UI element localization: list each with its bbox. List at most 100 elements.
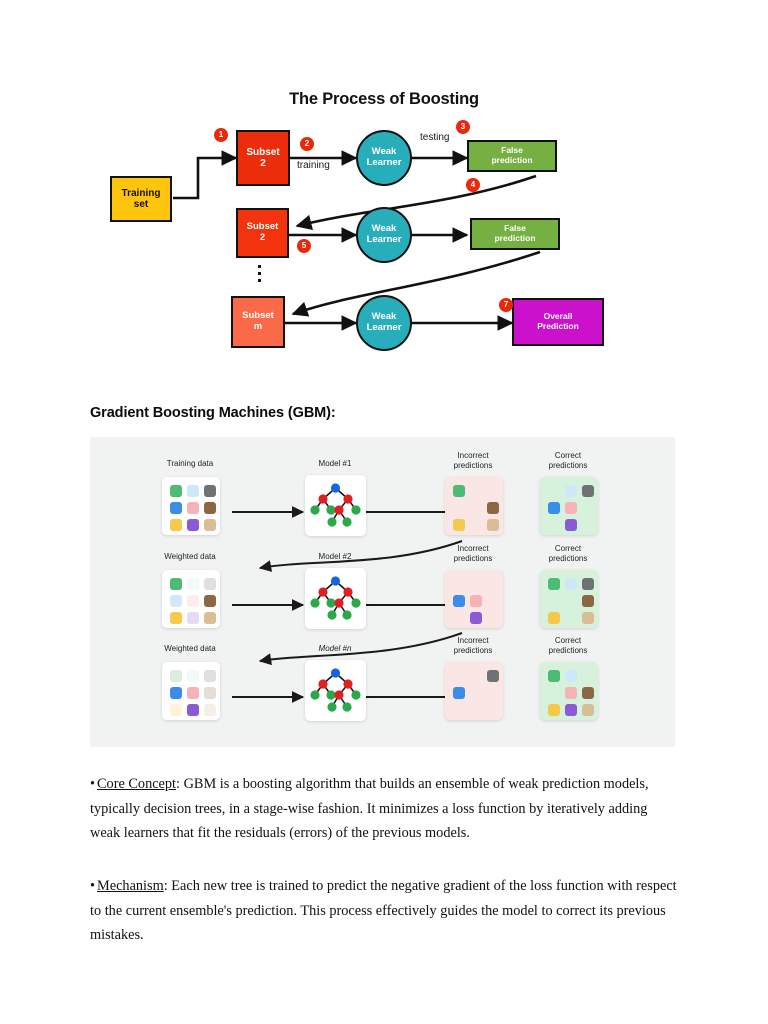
gbm-incorrect-card [445,662,503,720]
swatch-tan [204,519,216,531]
swatch-pink [565,687,577,699]
swatch-empty [582,519,594,531]
swatch-blue [170,502,182,514]
gbm-row: Training data Model #1 [90,451,675,555]
swatch-brown [204,502,216,514]
swatch-blue [548,502,560,514]
boosting-connector-layer [173,150,541,331]
swatch-blue [170,595,182,607]
step-badge-7: 7 [499,298,513,312]
swatch-empty [453,502,465,514]
gbm-training-data-label: Training data [166,459,214,468]
swatch-empty [470,519,482,531]
step-badge-2: 2 [300,137,314,151]
swatch-pink [187,502,199,514]
node-false-prediction-2: False prediction [470,218,560,250]
node-subset-2: Subset 2 [236,208,289,258]
step-badge-3: 3 [456,120,470,134]
swatch-purple [187,704,199,716]
node-training-set: Training set [110,176,172,222]
swatch-empty [548,595,560,607]
swatch-green [170,670,182,682]
swatch-empty [453,612,465,624]
swatch-empty [487,687,499,699]
paragraph-mechanism: •Mechanism: Each new tree is trained to … [90,874,678,948]
gbm-incorrect-swatches [453,578,499,624]
swatch-empty [582,502,594,514]
gbm-correct-card [540,570,598,628]
node-weak-learner-3: Weak Learner [356,295,412,351]
gbm-data-swatches [170,485,216,531]
swatch-purple [565,519,577,531]
decision-tree-icon [310,668,361,712]
swatch-green [453,485,465,497]
swatch-empty [470,485,482,497]
gbm-weighted-data-label: Weighted data [164,644,216,653]
swatch-yellow [170,704,182,716]
gbm-data-swatches [170,578,216,624]
swatch-lightblue [187,485,199,497]
swatch-empty [470,687,482,699]
gbm-model-label: Model #2 [318,552,352,561]
swatch-empty [487,485,499,497]
gbm-incorrect-card [445,570,503,628]
swatch-brown [582,595,594,607]
swatch-empty [453,670,465,682]
swatch-gray [204,578,216,590]
swatch-tan [487,519,499,531]
vertical-ellipsis [258,265,261,282]
mechanism-lead: Mechanism [97,878,164,895]
swatch-yellow [453,519,465,531]
mechanism-text: : Each new tree is trained to predict th… [90,878,677,944]
swatch-empty [487,595,499,607]
swatch-tan [204,612,216,624]
gbm-incorrect-swatches [453,670,499,716]
swatch-empty [565,612,577,624]
swatch-lightblue [565,670,577,682]
gbm-model-card [305,475,366,536]
swatch-blue [170,687,182,699]
bullet-glyph: • [90,878,96,895]
swatch-yellow [548,612,560,624]
step-badge-1: 1 [214,128,228,142]
swatch-blue [453,687,465,699]
swatch-gray [582,578,594,590]
swatch-empty [487,704,499,716]
gbm-row: Weighted data Model #2 [90,544,675,648]
gbm-correct-label: Correct predictions [548,451,588,470]
gbm-correct-card [540,477,598,535]
gbm-correct-swatches [548,670,594,716]
gbm-incorrect-swatches [453,485,499,531]
swatch-empty [470,502,482,514]
gbm-weighted-data-label: Weighted data [164,552,216,561]
decision-tree-icon [310,576,361,620]
swatch-empty [548,519,560,531]
gbm-correct-label: Correct predictions [548,636,588,655]
swatch-tan [204,704,216,716]
swatch-green [170,485,182,497]
swatch-empty [470,670,482,682]
gbm-data-swatches [170,670,216,716]
swatch-purple [565,704,577,716]
gbm-section-heading: Gradient Boosting Machines (GBM): [90,405,336,421]
swatch-brown [487,502,499,514]
swatch-empty [470,578,482,590]
node-weak-learner-1: Weak Learner [356,130,412,186]
gbm-correct-card [540,662,598,720]
swatch-empty [487,612,499,624]
paragraph-core-concept: •Core Concept: GBM is a boosting algorit… [90,772,678,846]
gbm-model-label: Model #1 [318,459,352,468]
swatch-lightblue [187,670,199,682]
swatch-green [170,578,182,590]
swatch-empty [487,578,499,590]
step-badge-4: 4 [466,178,480,192]
swatch-brown [204,595,216,607]
swatch-brown [204,687,216,699]
swatch-pink [187,687,199,699]
swatch-yellow [548,704,560,716]
decision-tree-icon [310,483,361,527]
edge-label-testing: testing [420,132,450,143]
swatch-empty [582,670,594,682]
swatch-empty [548,485,560,497]
